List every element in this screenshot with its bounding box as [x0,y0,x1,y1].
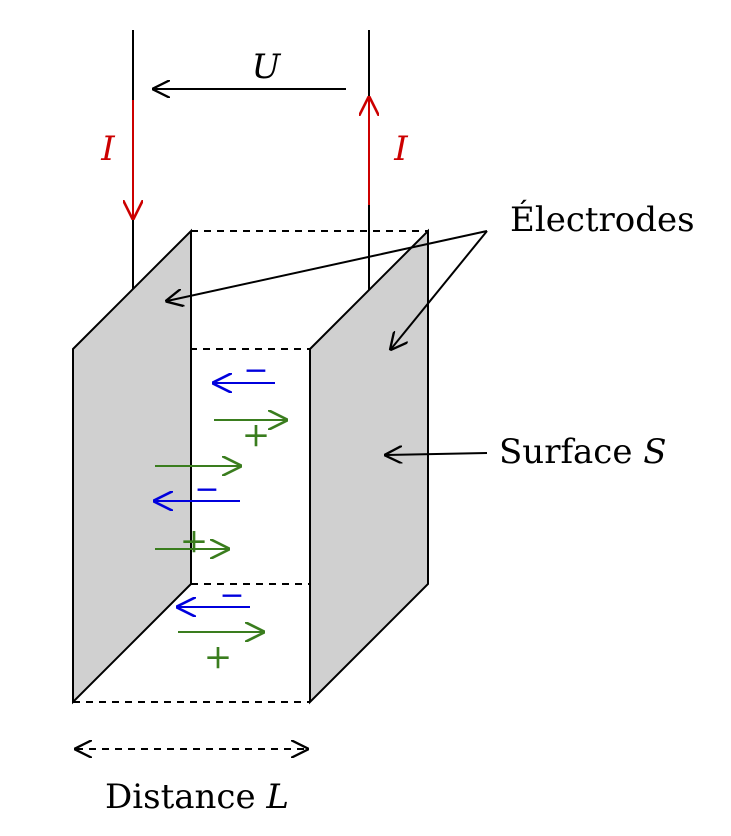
distance-symbol: L [265,777,289,817]
left-electrode-plate [72,228,192,705]
negative-sign: − [219,578,244,613]
voltage-label: U [252,47,282,87]
negative-ion-2: − [155,472,240,507]
surface-label: Surface S [499,432,667,472]
surface-prefix: Surface [499,432,643,472]
electrodes-pointer-right [391,230,488,349]
negative-sign: − [243,353,268,388]
distance-label: Distance L [105,777,289,817]
positive-sign: + [180,521,209,561]
right-electrode-plate [309,228,429,705]
positive-ion-1: + [214,415,286,455]
surface-symbol: S [643,432,666,472]
negative-ion-1: − [214,353,275,388]
current-label-left: I [100,129,115,169]
distance-prefix: Distance [105,777,266,817]
positive-sign: + [242,415,271,455]
positive-ion-4: + [178,632,263,677]
negative-ion-3: − [178,578,250,613]
electrodes-pointer-left [167,230,488,301]
surface-pointer [386,453,488,455]
positive-sign: + [204,637,233,677]
positive-ion-3: + [155,521,228,561]
negative-sign: − [194,472,219,507]
current-label-right: I [393,129,408,169]
electrodes-label: Électrodes [510,199,695,240]
